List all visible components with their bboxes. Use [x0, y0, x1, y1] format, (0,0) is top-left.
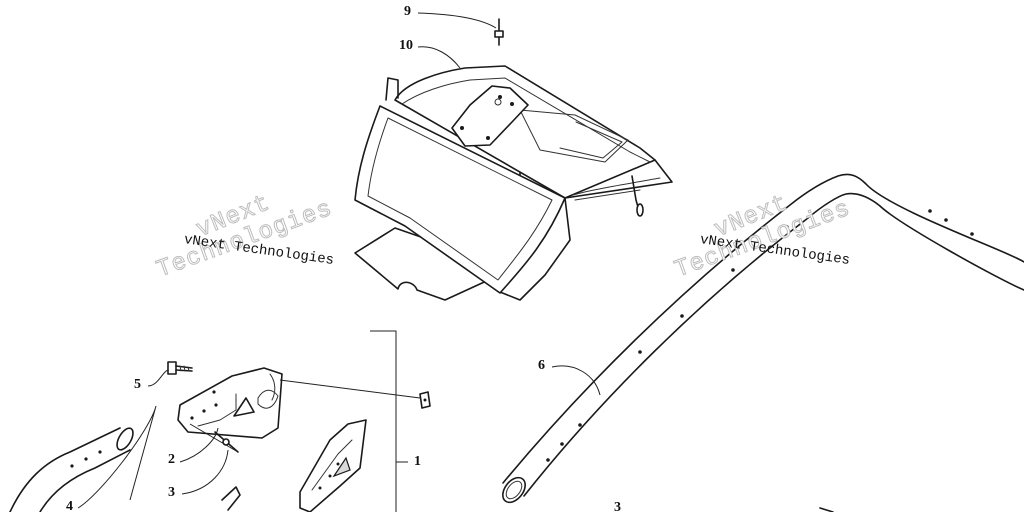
callout-4: 4 — [66, 499, 73, 512]
screw-part — [494, 18, 504, 46]
leader-lines — [77, 12, 601, 512]
rail-part — [9, 427, 134, 512]
clip-part — [419, 391, 431, 409]
callout-9: 9 — [404, 4, 411, 19]
callout-1: 1 — [414, 454, 421, 469]
callout-2: 2 — [168, 452, 175, 467]
pin-part — [214, 431, 239, 453]
storage-bag — [354, 65, 673, 301]
callout-10: 10 — [399, 38, 413, 53]
bolt-part — [167, 361, 193, 375]
callout-6: 6 — [538, 358, 545, 373]
bracket-left — [177, 367, 283, 439]
callout-3: 3 — [168, 485, 175, 500]
bracket-right — [221, 419, 367, 512]
callout-3b: 3 — [614, 500, 621, 512]
tube-frame — [502, 173, 1024, 512]
callout-5: 5 — [134, 377, 141, 392]
